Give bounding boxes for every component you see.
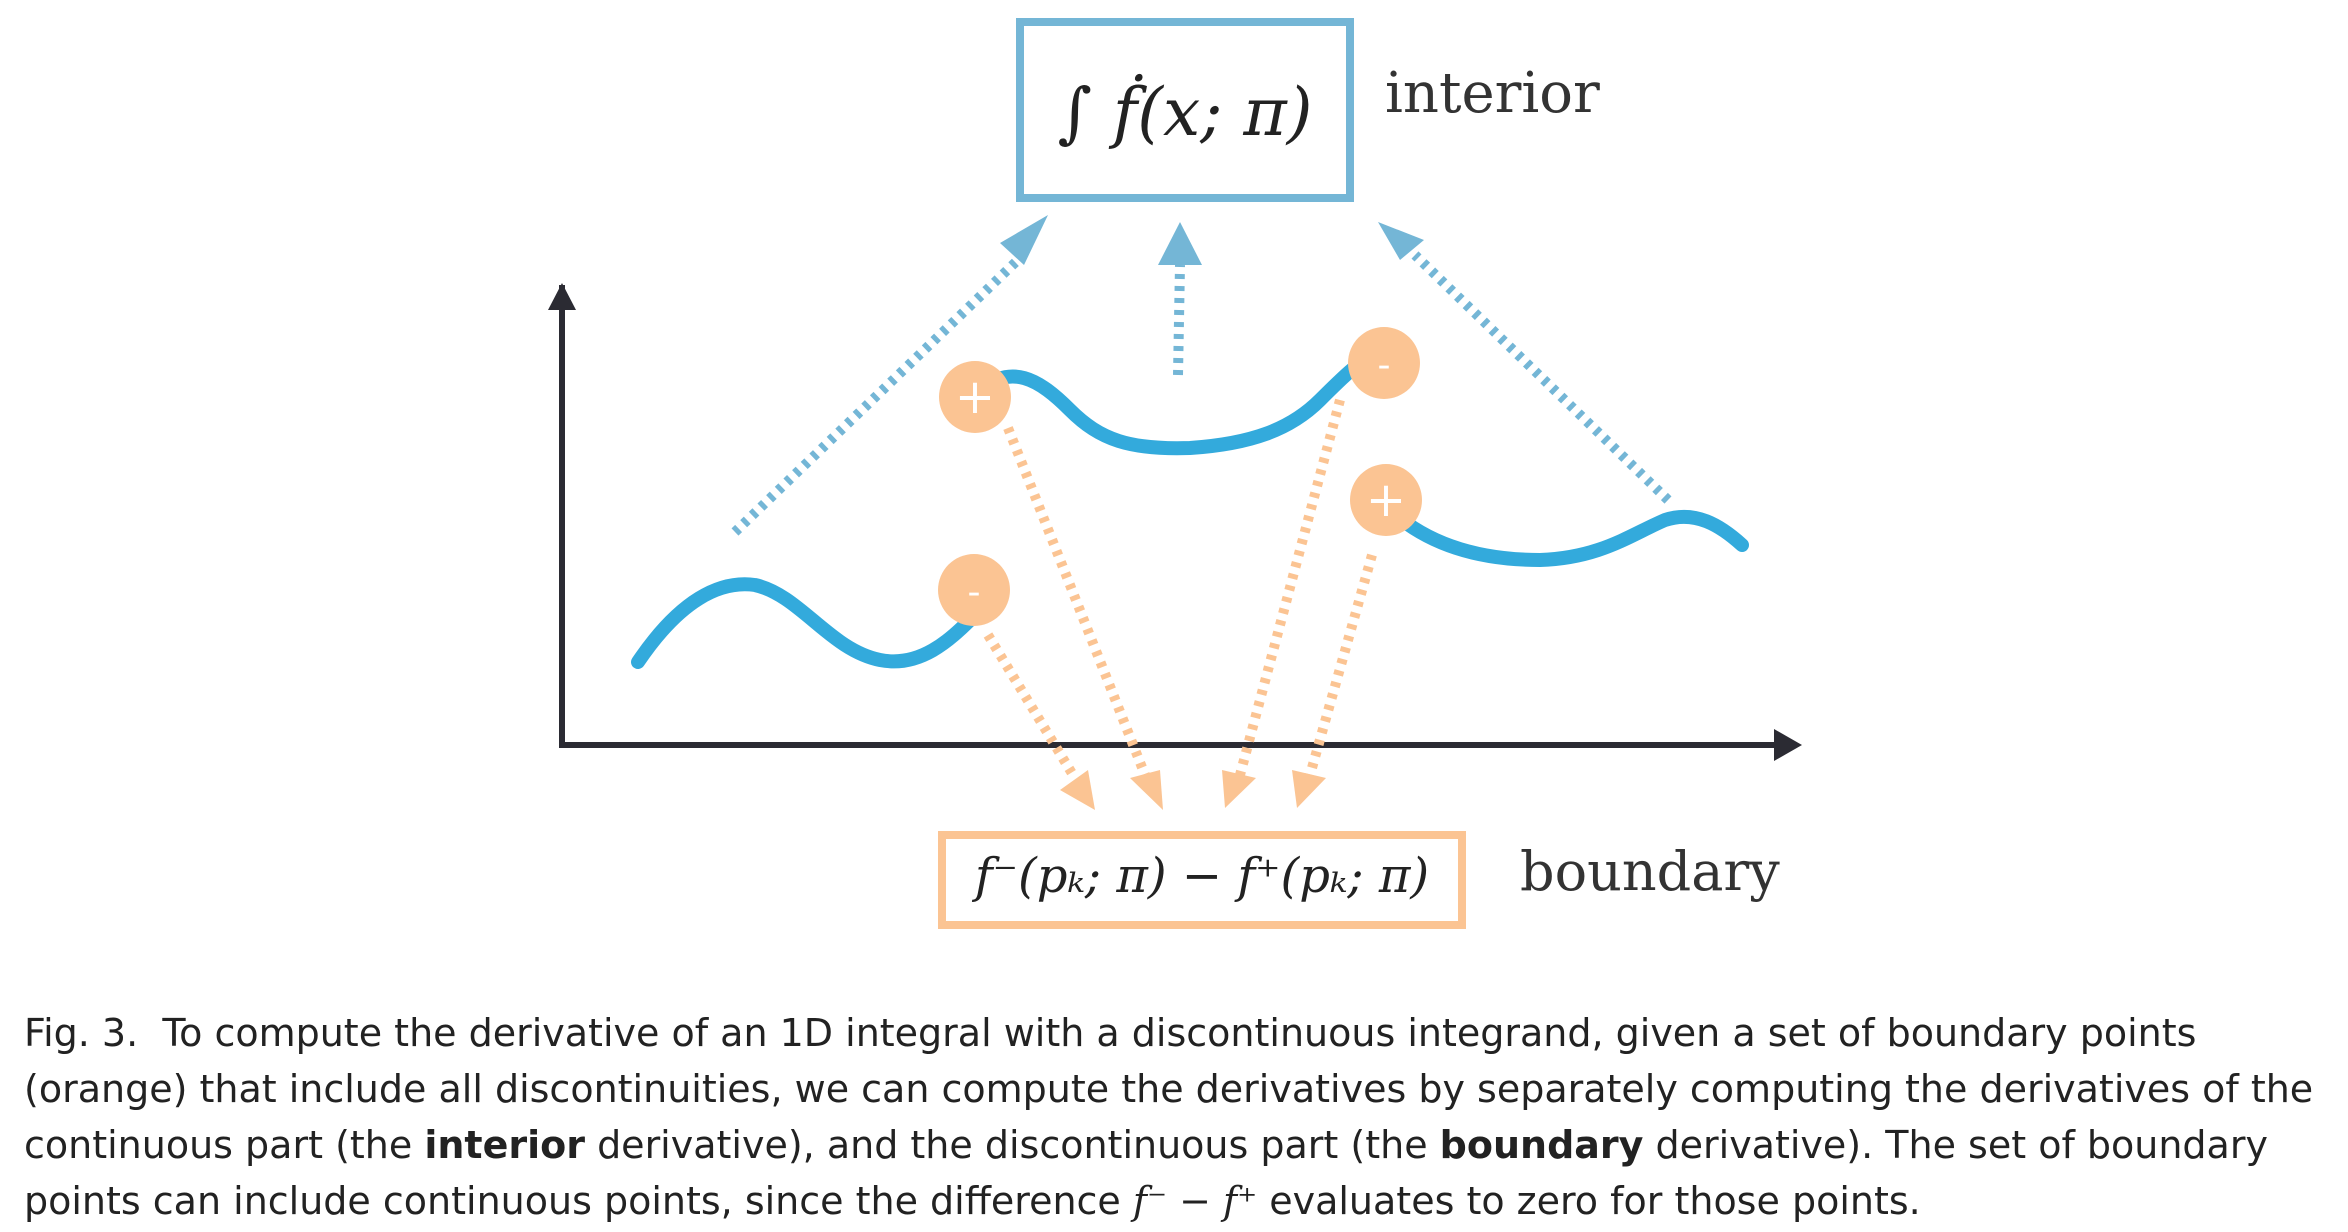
interior-arrowhead-left — [1000, 215, 1048, 265]
curve-segment-3 — [1378, 498, 1749, 568]
interior-box: ∫ ḟ(x; π) — [1016, 18, 1354, 202]
x-axis-arrowhead — [1774, 729, 1802, 761]
interior-arrowhead-right — [1378, 222, 1424, 260]
figure-number: Fig. 3. — [24, 1011, 139, 1055]
boundary-point-minus-2: - — [1348, 327, 1420, 399]
boundary-point-minus-1: - — [938, 554, 1010, 626]
boundary-formula: f⁻(pₖ; π) − f⁺(pₖ; π) — [972, 848, 1429, 904]
caption-text-1: To compute the derivative of an 1D integ… — [24, 1011, 2314, 1167]
y-axis-arrowhead — [548, 283, 576, 310]
boundary-arrow-1 — [983, 632, 1078, 778]
interior-label: interior — [1385, 61, 1600, 126]
boundary-point-plus-2: + — [1350, 464, 1422, 536]
figure-caption: Fig. 3. To compute the derivative of an … — [24, 1005, 2324, 1229]
curve-segment-1 — [631, 577, 979, 669]
boundary-arrowhead-1 — [1060, 770, 1095, 810]
svg-text:+: + — [955, 369, 995, 425]
boundary-arrowhead-2 — [1130, 770, 1163, 810]
boundary-arrow-3 — [1235, 398, 1345, 777]
caption-bold-interior: interior — [424, 1123, 585, 1167]
boundary-point-plus-1: + — [939, 361, 1011, 433]
interior-arrowhead-middle — [1158, 222, 1202, 265]
boundary-arrowhead-4 — [1292, 770, 1326, 808]
caption-text-4: evaluates to zero for those points. — [1257, 1179, 1921, 1223]
curve-segment-2 — [968, 345, 1385, 456]
boundary-label: boundary — [1520, 840, 1780, 903]
boundary-box: f⁻(pₖ; π) − f⁺(pₖ; π) — [938, 831, 1466, 929]
svg-text:-: - — [1378, 345, 1391, 386]
caption-bold-boundary: boundary — [1439, 1123, 1644, 1167]
interior-arrow-right — [1411, 251, 1672, 504]
caption-math-difference: f⁻ − f⁺ — [1132, 1179, 1258, 1223]
interior-formula: ∫ ḟ(x; π) — [1057, 74, 1312, 151]
boundary-arrows — [983, 398, 1377, 778]
boundary-arrowhead-3 — [1222, 770, 1256, 808]
boundary-arrow-2 — [1003, 426, 1150, 777]
caption-text-3: derivative). The set of boundary points … — [24, 1123, 2268, 1223]
diagram: ∫ ḟ(x; π) interior f⁻(pₖ; π) − f⁺(pₖ; π)… — [548, 18, 1802, 929]
axes — [548, 283, 1802, 761]
svg-text:+: + — [1366, 472, 1406, 528]
interior-arrow-middle — [1173, 264, 1185, 376]
caption-text-2: derivative), and the discontinuous part … — [584, 1123, 1440, 1167]
boundary-arrow-4 — [1305, 553, 1377, 777]
svg-text:-: - — [968, 572, 981, 613]
interior-arrows — [731, 251, 1672, 536]
integrand-curves — [631, 345, 1749, 669]
